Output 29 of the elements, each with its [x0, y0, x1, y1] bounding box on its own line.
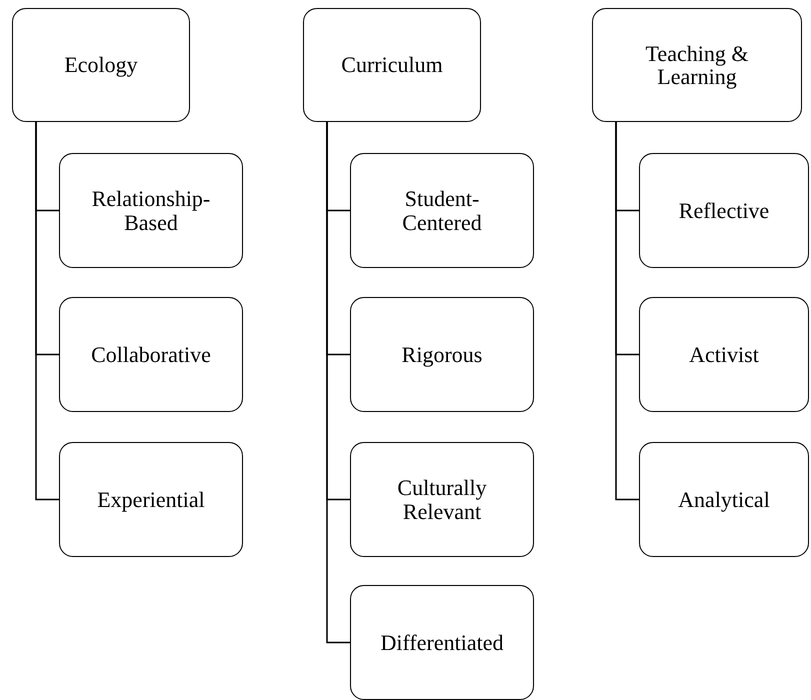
rounded-box — [639, 297, 809, 412]
box-label: Experiential — [97, 488, 205, 512]
rounded-box — [12, 8, 190, 122]
box-label: Rigorous — [402, 342, 482, 366]
connector-line — [615, 122, 639, 500]
box-label: Reflective — [678, 198, 770, 222]
rounded-box — [350, 153, 534, 268]
connector-line — [35, 122, 59, 500]
box-label: Teaching & Learning — [644, 42, 750, 88]
rounded-box — [639, 442, 809, 557]
rounded-box — [303, 8, 481, 122]
box-label: Student-Centered — [401, 187, 483, 234]
rounded-box — [592, 8, 802, 122]
box-label: Analytical — [678, 488, 770, 512]
rounded-box — [59, 297, 243, 412]
rounded-box — [59, 153, 243, 268]
box-label: Culturally Relevant — [396, 476, 488, 523]
connector-line — [326, 122, 350, 644]
rounded-box — [350, 297, 534, 412]
rounded-box — [59, 442, 243, 557]
rounded-box — [350, 585, 534, 700]
box-label: Relationship-Based — [90, 187, 212, 234]
box-label: Curriculum — [341, 53, 443, 77]
box-label: Ecology — [64, 53, 138, 77]
box-label: Activist — [689, 342, 759, 366]
box-label: Collaborative — [91, 342, 211, 366]
rounded-box — [639, 153, 809, 268]
rounded-box — [350, 442, 534, 557]
box-label: Differentiated — [380, 630, 504, 654]
